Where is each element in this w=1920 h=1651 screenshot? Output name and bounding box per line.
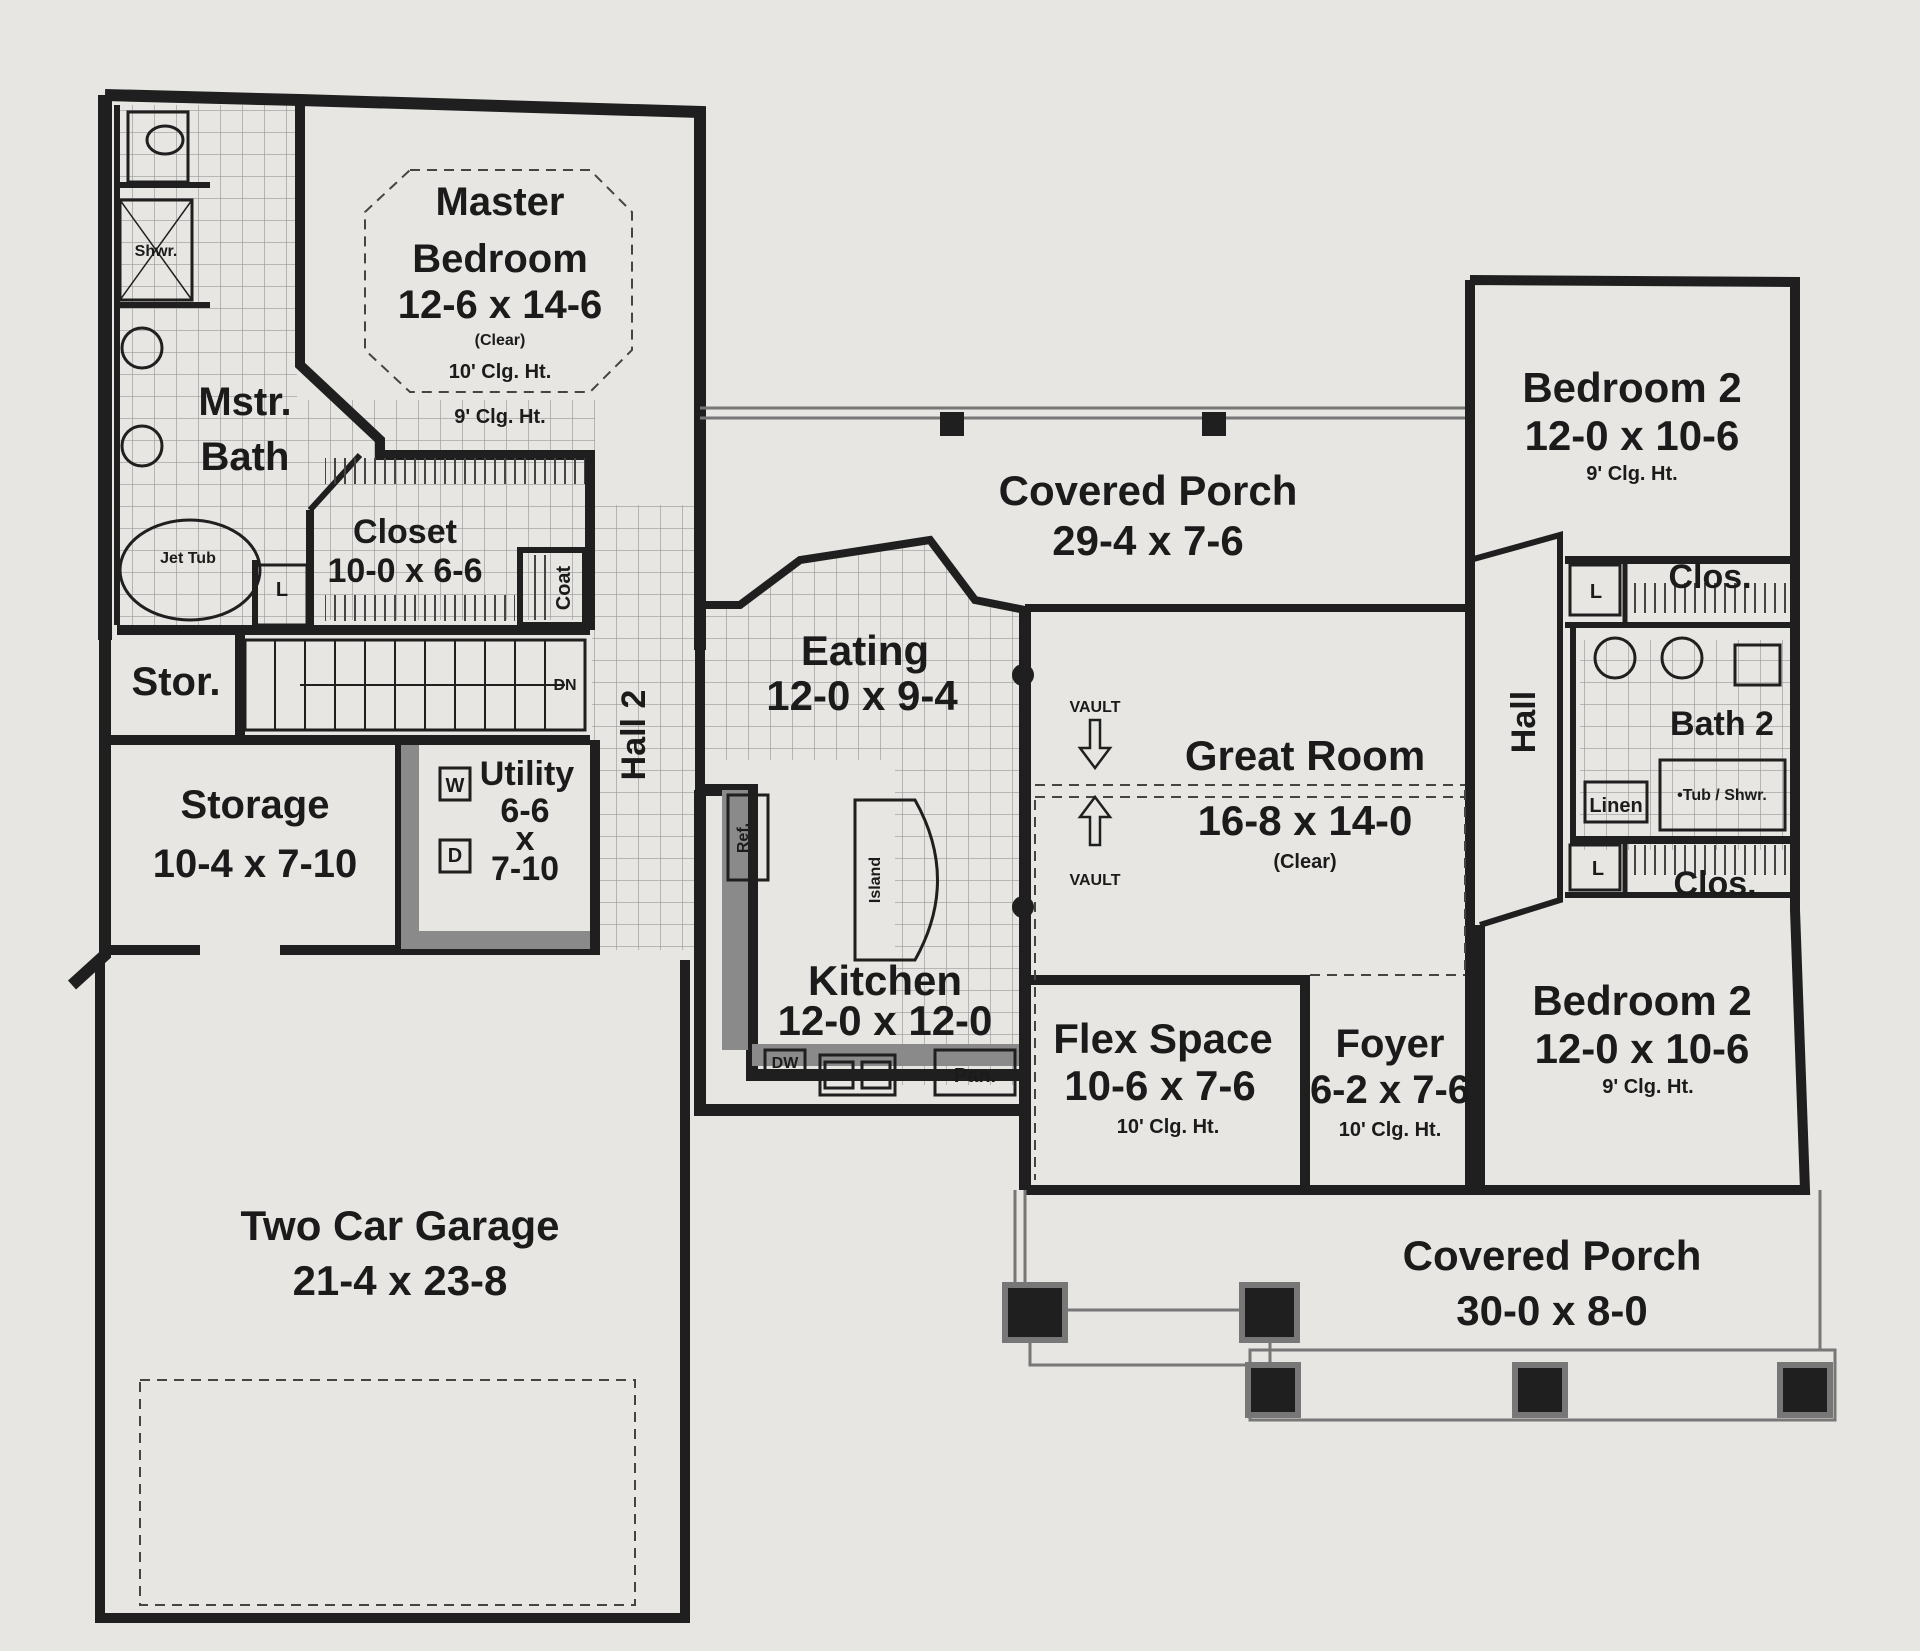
sink-icon: [1593, 636, 1637, 680]
master-bedroom-size: 12-6 x 14-6: [398, 283, 603, 327]
fixtures: [118, 110, 1790, 1097]
foyer-name: Foyer: [1336, 1022, 1445, 1066]
column-icon: [1012, 896, 1034, 918]
island-icon: [853, 798, 939, 962]
room-labels: Master Bedroom 12-6 x 14-6 (Clear) 10' C…: [132, 180, 1774, 1334]
hall2-name: Hall 2: [615, 690, 653, 781]
kitchen-name: Kitchen: [808, 957, 962, 1004]
linen-closet-label: Linen: [1589, 795, 1642, 817]
bedroom2-upper-name: Bedroom 2: [1522, 364, 1741, 411]
foyer-ceiling: 10' Clg. Ht.: [1339, 1119, 1442, 1141]
great-room-note: (Clear): [1273, 851, 1336, 873]
utility-size-x: x: [516, 820, 535, 858]
master-bedroom-tray-ceiling: 10' Clg. Ht.: [449, 361, 552, 383]
hall-name: Hall: [1505, 691, 1543, 753]
vault-label-top: VAULT: [1070, 699, 1121, 716]
bath-linen-label: L: [276, 579, 288, 601]
tile-floors: [117, 105, 1790, 1085]
column-icon: [1012, 664, 1034, 686]
island-label: Island: [867, 857, 884, 903]
upper-linen-label: L: [1590, 581, 1602, 603]
garage-name: Two Car Garage: [241, 1202, 560, 1249]
storage-name: Storage: [181, 783, 330, 827]
tub-shower-label: •Tub / Shwr.: [1677, 787, 1767, 804]
shower-icon: [118, 198, 194, 302]
stor-name: Stor.: [132, 660, 221, 704]
storage-size: 10-4 x 7-10: [153, 842, 358, 886]
flex-space-ceiling: 10' Clg. Ht.: [1117, 1116, 1220, 1138]
rear-porch-size: 29-4 x 7-6: [1052, 517, 1243, 564]
dashed-lines: [139, 169, 1466, 1606]
jet-tub-label: Jet Tub: [160, 550, 216, 567]
bath2-name: Bath 2: [1670, 705, 1774, 743]
toilet-icon: [1733, 643, 1782, 687]
garage-size: 21-4 x 23-8: [293, 1257, 508, 1304]
stair-down-label: DN: [553, 677, 576, 694]
eating-name: Eating: [801, 627, 929, 674]
eating-size: 12-0 x 9-4: [766, 672, 958, 719]
toilet-icon: [126, 110, 190, 184]
master-bath-name-2: Bath: [201, 435, 290, 479]
master-bedroom-name-2: Bedroom: [412, 237, 588, 281]
master-bath-name-1: Mstr.: [198, 380, 291, 424]
column-icon: [1245, 1362, 1301, 1418]
closet-size: 10-0 x 6-6: [328, 552, 483, 590]
closet-name: Closet: [353, 513, 457, 551]
refrigerator-label: Ref.: [735, 823, 752, 853]
stairs-icon: [243, 638, 587, 732]
column-icon: [1202, 412, 1226, 436]
column-icon: [1002, 1282, 1068, 1343]
pantry-label: Pan.: [954, 1065, 996, 1087]
bedroom2-lower-ceiling: 9' Clg. Ht.: [1602, 1076, 1693, 1098]
shower-label: Shwr.: [135, 243, 178, 260]
utility-size-b: 7-10: [491, 850, 559, 888]
dryer-label: D: [448, 845, 462, 867]
vault-arrows: [1077, 718, 1113, 847]
sink-icon: [1660, 636, 1704, 680]
utility-size-a: 6-6: [500, 792, 549, 830]
arrow-down-icon: [1077, 718, 1113, 771]
great-room-size: 16-8 x 14-0: [1198, 797, 1413, 844]
sink-icon: [818, 1053, 897, 1097]
column-icon: [1239, 1282, 1300, 1343]
flex-space-size: 10-6 x 7-6: [1064, 1062, 1255, 1109]
front-porch-size: 30-0 x 8-0: [1456, 1287, 1647, 1334]
upper-closet-name: Clos.: [1668, 558, 1751, 596]
utility-name: Utility: [480, 755, 575, 793]
arrow-up-icon: [1077, 794, 1113, 847]
flex-space-name: Flex Space: [1053, 1015, 1272, 1062]
bedroom2-lower-name: Bedroom 2: [1532, 977, 1751, 1024]
rear-porch-name: Covered Porch: [999, 467, 1298, 514]
bedroom2-upper-ceiling: 9' Clg. Ht.: [1586, 463, 1677, 485]
lower-linen-label: L: [1592, 858, 1604, 880]
kitchen-size: 12-0 x 12-0: [778, 997, 993, 1044]
column-icon: [1777, 1362, 1833, 1418]
master-bedroom-name-1: Master: [436, 180, 565, 224]
column-icon: [1512, 1362, 1568, 1418]
lower-closet-name: Clos.: [1673, 865, 1756, 903]
master-bedroom-note: (Clear): [475, 332, 526, 349]
bedroom2-lower-size: 12-0 x 10-6: [1535, 1025, 1750, 1072]
master-bedroom-ceiling: 9' Clg. Ht.: [454, 406, 545, 428]
refrigerator-icon: [726, 793, 770, 882]
coat-closet-label: Coat: [553, 565, 575, 610]
great-room-name: Great Room: [1185, 732, 1425, 779]
tub-icon: [1658, 758, 1787, 832]
column-icon: [940, 412, 964, 436]
foyer-size: 6-2 x 7-6: [1310, 1068, 1470, 1112]
front-porch-name: Covered Porch: [1403, 1232, 1702, 1279]
dishwasher-label: DW: [772, 1055, 800, 1072]
walls: [67, 89, 1837, 1623]
bedroom2-upper-size: 12-0 x 10-6: [1525, 412, 1740, 459]
washer-label: W: [446, 775, 465, 797]
jet-tub-icon: [118, 518, 262, 622]
vault-label-bottom: VAULT: [1070, 872, 1121, 889]
sink-icon: [120, 424, 164, 468]
sink-icon: [120, 326, 164, 370]
porch-columns: [940, 412, 1833, 1418]
